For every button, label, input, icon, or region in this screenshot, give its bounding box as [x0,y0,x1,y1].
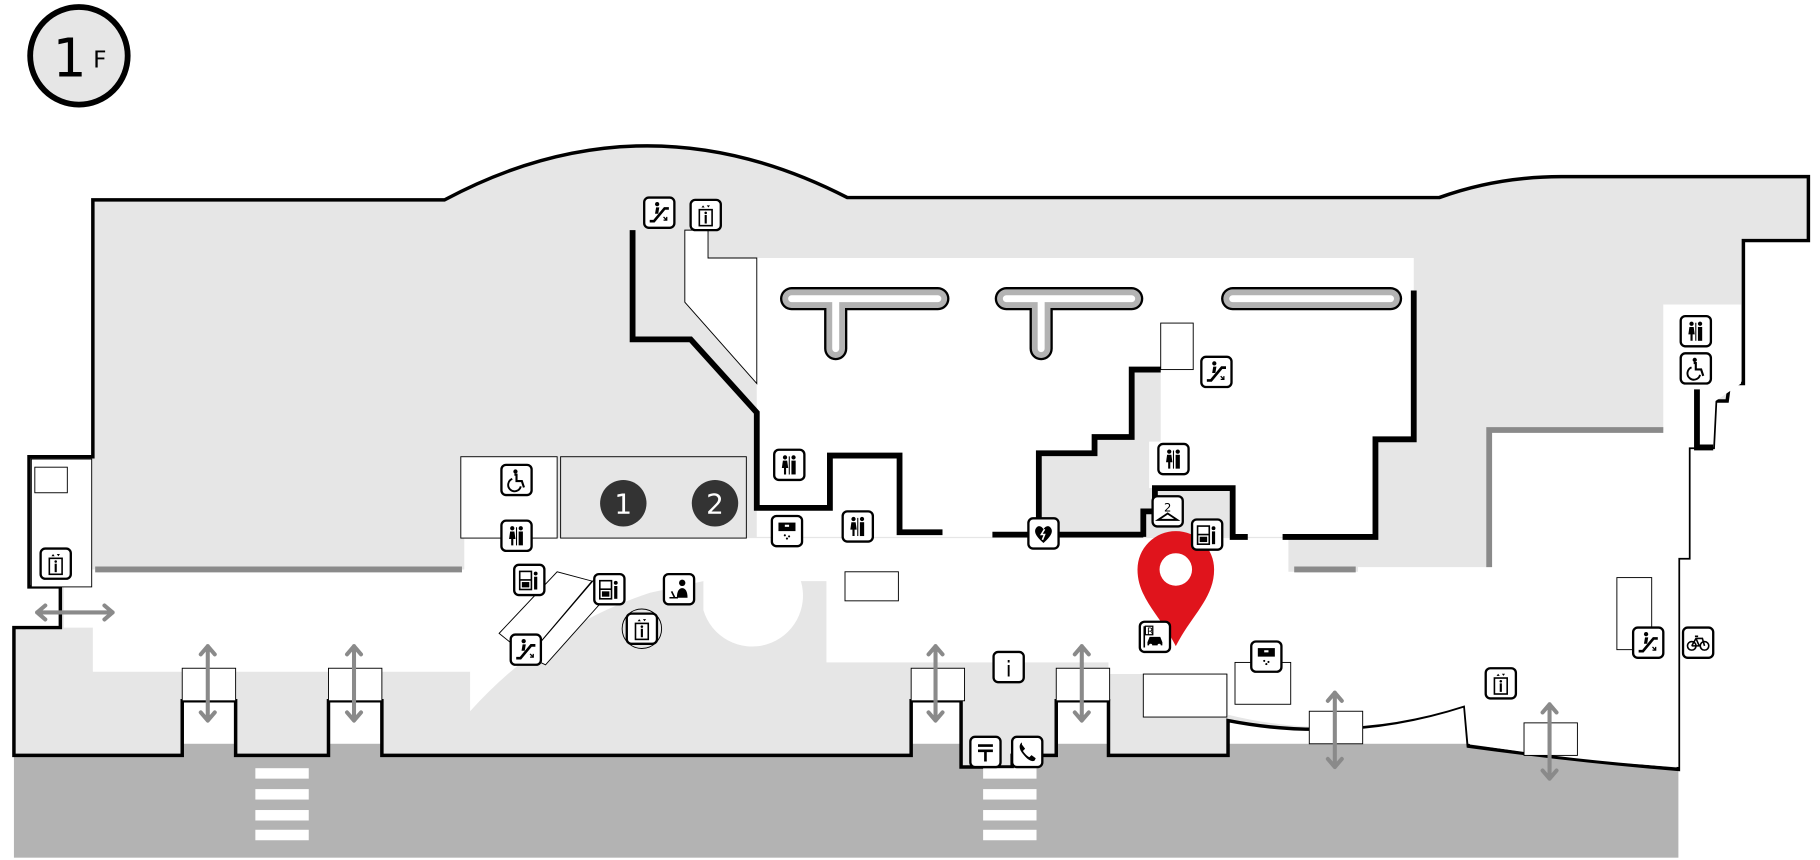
elevator-icon[interactable] [621,608,663,649]
restroom-icon[interactable] [773,448,806,482]
restroom-icon[interactable] [1157,442,1190,476]
coin-locker-icon[interactable] [1190,518,1224,551]
information-icon[interactable]: i [992,650,1025,684]
elevator-icon[interactable] [39,547,72,580]
door-arrow-icon [345,644,364,723]
escalator-icon[interactable] [1631,626,1665,659]
escalator-icon[interactable] [643,196,676,229]
coin-locker-icon[interactable] [513,563,546,597]
walls [629,230,1714,540]
service-desk-icon[interactable] [662,572,696,606]
restroom-icon[interactable] [841,510,875,543]
crosswalk-left [255,768,309,841]
information-label: i [1006,657,1012,681]
door-arrow-icon [926,644,945,723]
zone-label: 2 [706,488,724,521]
parking-label: R [1147,627,1154,638]
ticket-machine-icon[interactable] [770,514,804,548]
floor-suffix: F [93,46,106,73]
cloakroom-label: 2 [1164,500,1171,514]
public-phone-icon[interactable] [1010,735,1044,769]
crosswalk-center [983,768,1037,841]
wheelchair-icon[interactable] [500,463,533,497]
door-arrow-icon [198,644,217,723]
post-box-icon[interactable] [969,735,1002,769]
elevator-icon[interactable] [1484,667,1518,700]
entrance-arrows [35,603,1559,781]
door-arrow-icon [1325,690,1344,770]
zone-marker-2[interactable]: 2 [691,479,739,527]
zone-marker-1[interactable]: 1 [600,479,647,527]
road [13,743,1679,858]
elevator-icon[interactable] [689,198,722,232]
shop-lower-right [1142,673,1228,718]
main-corridor [63,304,1742,768]
escalator-icon[interactable] [509,633,543,666]
coin-locker-icon[interactable] [593,572,626,606]
location-pin-icon[interactable] [1137,531,1215,647]
zone-label: 1 [614,488,632,521]
gray-edges [95,427,1664,573]
loop-2 [994,287,1144,361]
escalator-icon[interactable] [1200,355,1233,389]
ticket-machine-icon[interactable] [1250,640,1283,673]
aed-icon[interactable] [1027,517,1060,550]
facility-icons: 2 i R [39,196,1715,769]
restroom-icon[interactable] [1679,314,1713,348]
cloakroom-icon[interactable]: 2 [1151,495,1184,528]
door-arrow-icon [35,603,115,622]
door-arrow-icon [1072,644,1091,723]
loop-1 [780,287,950,361]
central-hall [756,258,1414,537]
car-rental-icon[interactable]: R [1138,620,1172,654]
floor-number: 1 [53,27,87,90]
restroom-icon[interactable] [500,519,533,553]
wheelchair-icon[interactable] [1679,352,1713,385]
floor-badge: 1 F [27,4,131,108]
bicycle-parking-icon[interactable] [1681,626,1715,659]
enclosed-room [1038,369,1161,537]
door-arrow-icon [1540,702,1559,781]
